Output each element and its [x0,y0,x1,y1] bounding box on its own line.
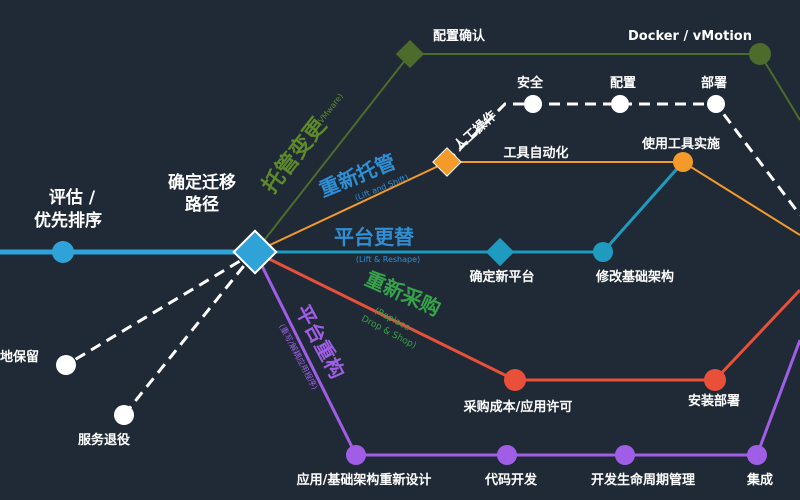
label-assess: 评估 / [49,187,96,208]
label-tool-auto: 工具自动化 [503,145,568,161]
station-assess [52,241,74,263]
label-redesign: 应用/基础架构重新设计 [297,472,432,488]
route-replatform-en: (Lift & Reshape) [356,255,420,264]
station-decide-platform [485,237,515,267]
label-decide-2: 路径 [185,194,219,215]
station-retain [56,355,76,375]
station-install-deploy [704,369,726,391]
station-deploy [707,95,725,113]
label-use-tools: 使用工具实施 [641,136,720,152]
rehost-line [254,53,800,253]
label-retain: 地保留 [0,349,39,365]
label-decide: 确定迁移 [168,172,236,193]
station-code-dev [497,445,517,465]
station-configure [611,95,629,113]
label-configure: 配置 [610,76,636,91]
label-devlifecycle: 开发生命周期管理 [591,472,695,488]
route-replatform: 平台更替 [334,225,414,249]
route-rehost-en: (VMware) [315,92,346,128]
station-decide [232,229,278,275]
label-modify-infra: 修改基础架构 [595,269,674,285]
station-purchase-cost [504,369,526,391]
refactor-line [253,251,800,457]
label-manual-ops: 人工操作 [451,108,500,155]
manual-ops-line [445,102,800,216]
station-docker [749,43,771,65]
retain-line [65,250,256,367]
replatform-line [255,161,685,254]
label-purchase-cost: 采购成本/应用许可 [463,399,573,415]
station-integrate [747,445,767,465]
label-integrate: 集成 [746,472,773,488]
relift-line [254,161,800,253]
station-tool-auto [432,147,462,177]
label-install-deploy: 安装部署 [688,393,740,409]
label-config-confirm: 配置确认 [433,28,486,44]
station-retire [114,405,134,425]
label-code-dev: 代码开发 [484,472,538,488]
station-use-tools [673,152,693,172]
station-redesign [346,445,366,465]
label-deploy: 部署 [701,75,727,91]
label-security: 安全 [517,75,544,91]
label-decide-platform: 确定新平台 [469,269,534,285]
repurchase-line [254,250,800,382]
retire-line [122,251,257,416]
station-devlifecycle [615,445,635,465]
label-docker: Docker / vMotion [628,29,752,44]
station-security [524,95,542,113]
station-config-confirm [395,39,425,69]
station-modify-infra [593,242,613,262]
label-assess-2: 优先排序 [34,210,102,231]
label-retire: 服务退役 [78,432,130,448]
